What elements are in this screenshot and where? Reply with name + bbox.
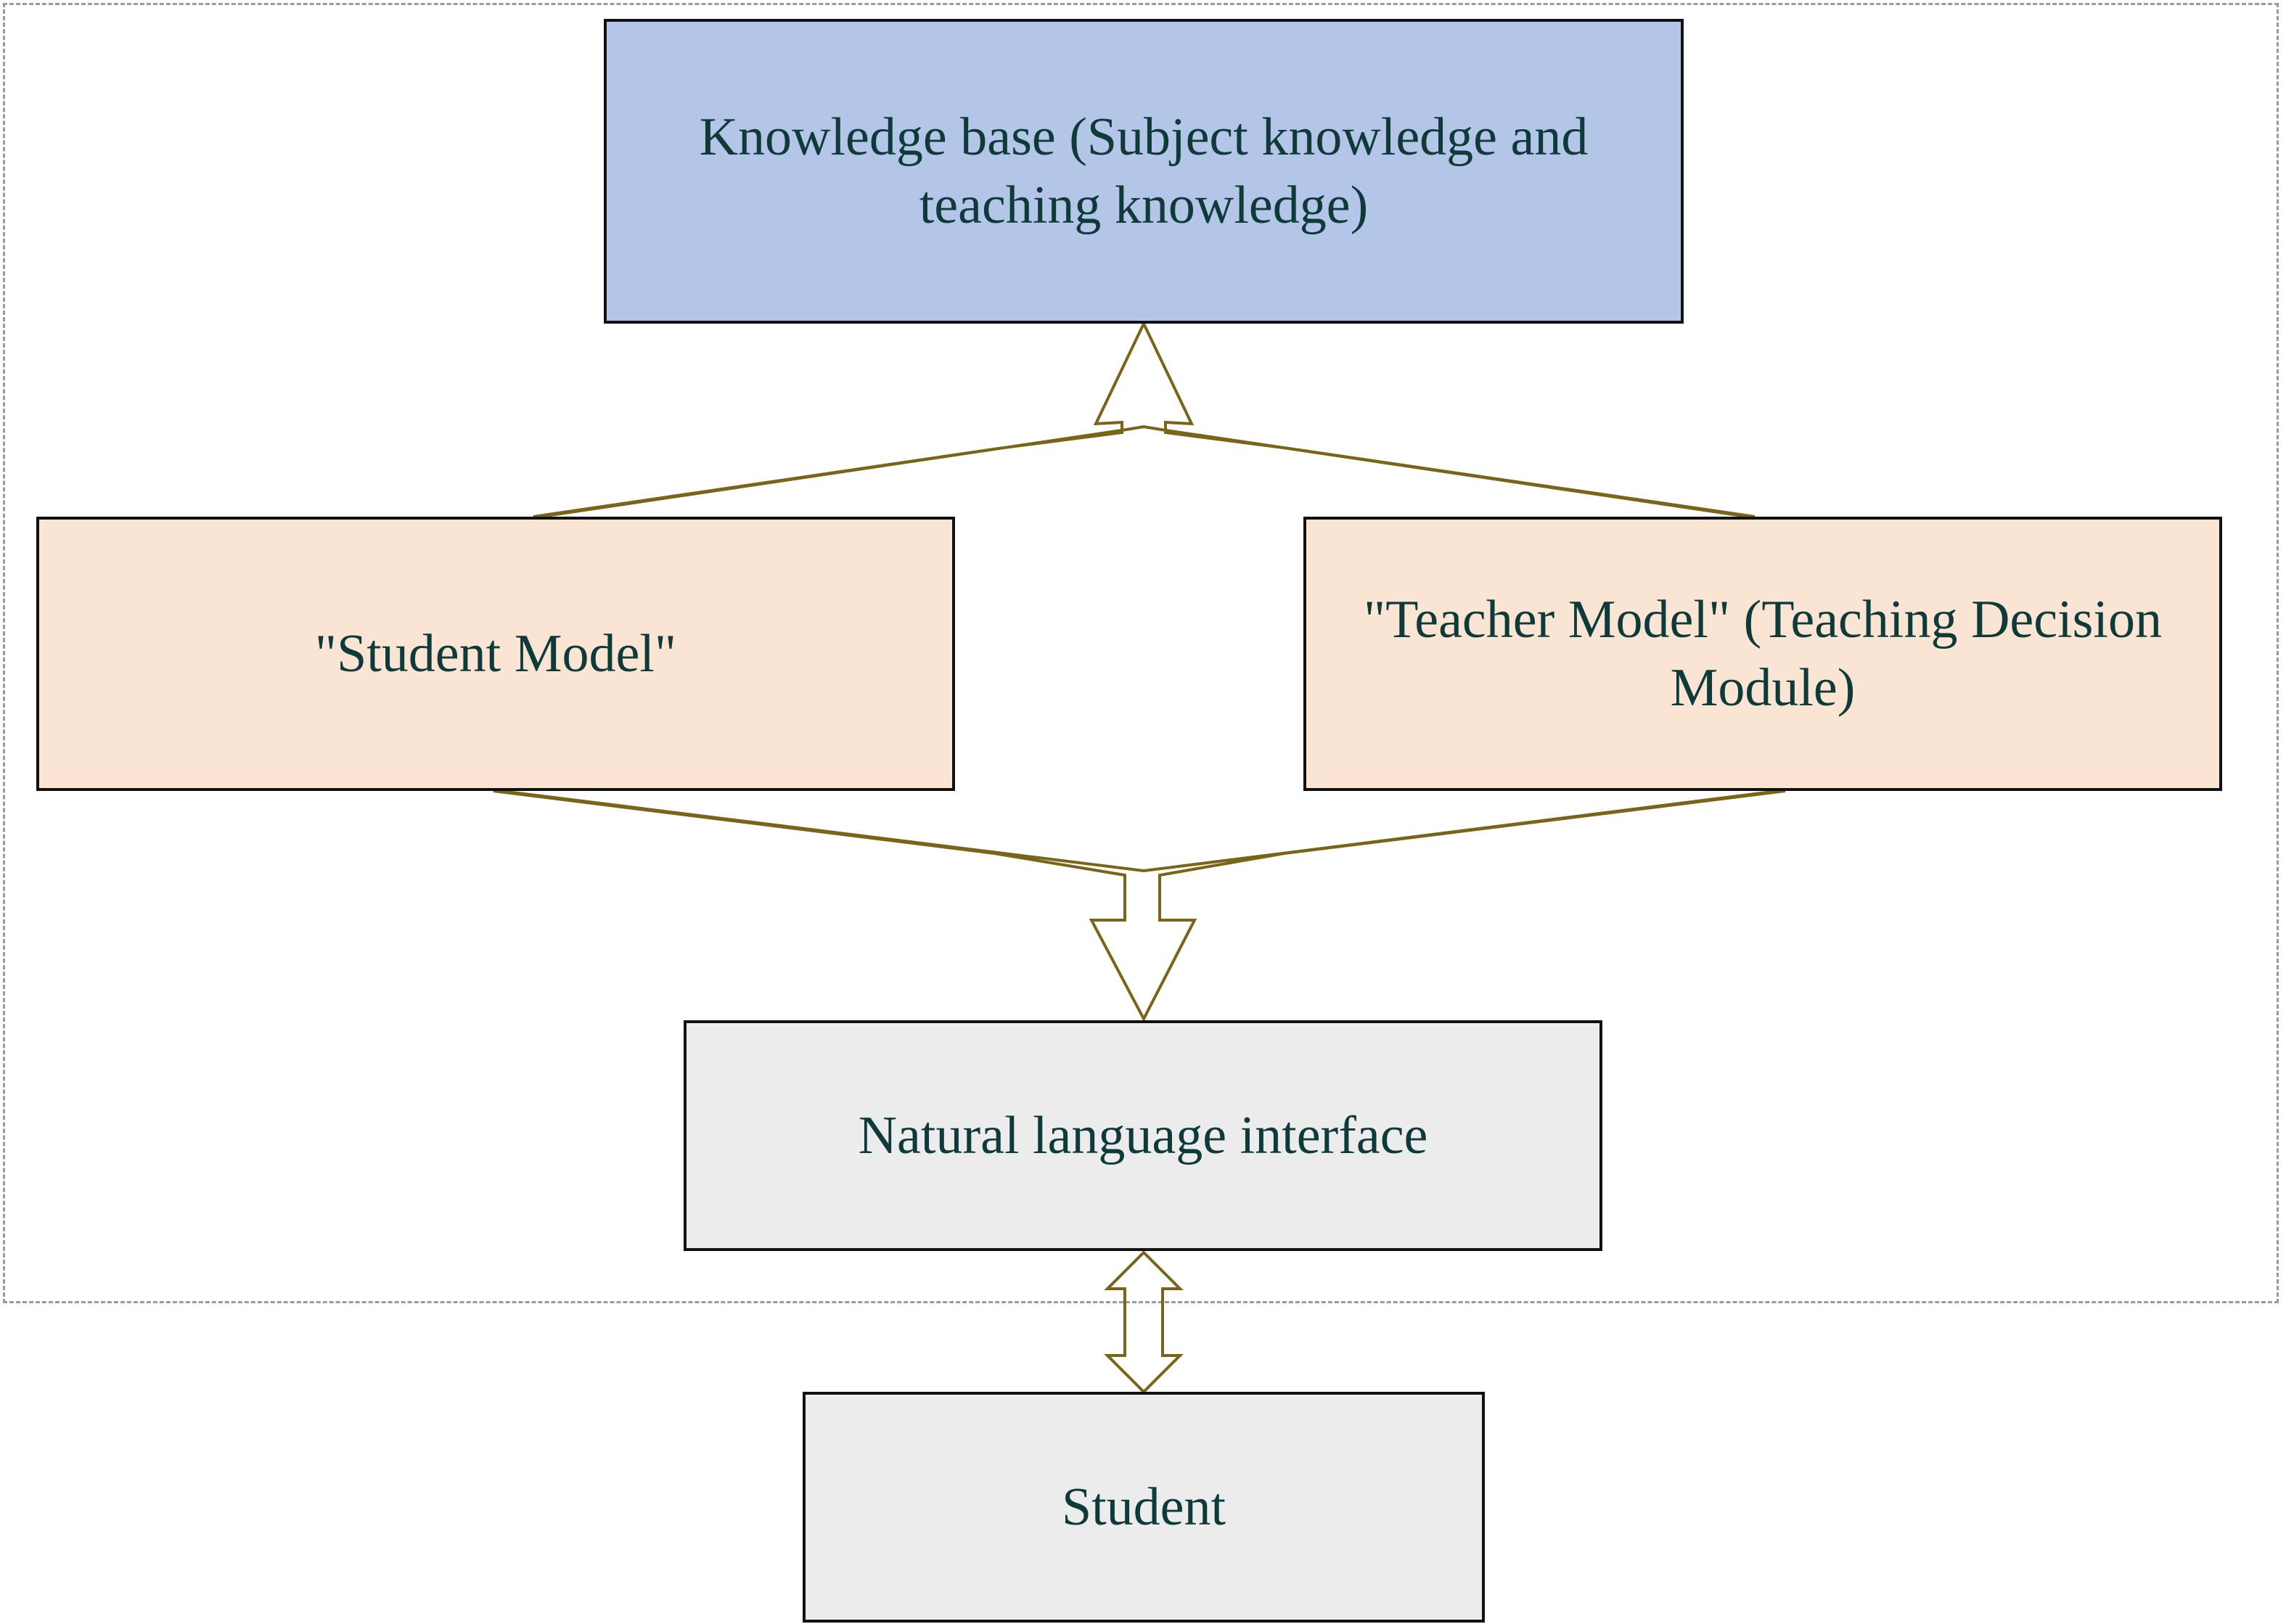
student-model-box: "Student Model": [36, 517, 955, 791]
natural-language-interface-label: Natural language interface: [858, 1106, 1428, 1165]
teacher-model-label: "Teacher Model" (Teaching Decision Modul…: [1364, 590, 2162, 718]
student-model-label: "Student Model": [314, 624, 677, 684]
student-label: Student: [1061, 1477, 1226, 1537]
teacher-model-box: "Teacher Model" (Teaching Decision Modul…: [1303, 517, 2222, 791]
student-box: Student: [803, 1392, 1485, 1623]
natural-language-interface-box: Natural language interface: [684, 1020, 1602, 1251]
knowledge-base-label: Knowledge base (Subject knowledge and te…: [699, 107, 1589, 235]
knowledge-base-box: Knowledge base (Subject knowledge and te…: [604, 19, 1684, 324]
